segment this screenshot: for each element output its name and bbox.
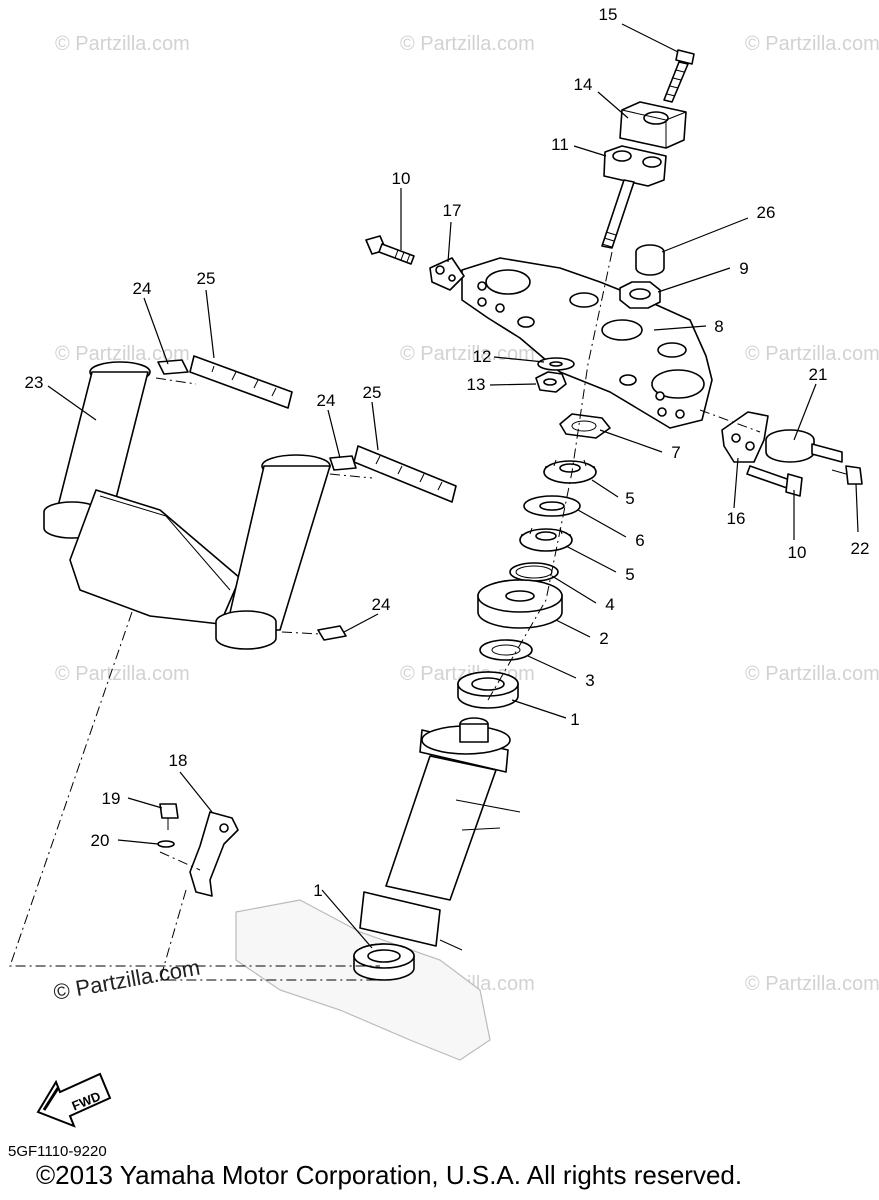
callout-25[interactable]: 25 bbox=[197, 269, 216, 288]
watermark: © Partzilla.com bbox=[745, 663, 879, 685]
callout-10[interactable]: 10 bbox=[392, 169, 411, 188]
part-5-ring-nut-upper[interactable] bbox=[543, 459, 597, 484]
leader-lines bbox=[47, 23, 859, 949]
part-14-handlebar-upper-holder[interactable] bbox=[619, 101, 687, 149]
callout-24[interactable]: 24 bbox=[133, 279, 152, 298]
callout-23[interactable]: 23 bbox=[25, 373, 44, 392]
callout-4[interactable]: 4 bbox=[605, 595, 614, 614]
watermark: © Partzilla.com bbox=[52, 955, 202, 1005]
watermark: © Partzilla.com bbox=[745, 973, 879, 995]
part-3-race[interactable] bbox=[479, 639, 533, 661]
callout-17[interactable]: 17 bbox=[443, 201, 462, 220]
callout-22[interactable]: 22 bbox=[851, 539, 870, 558]
callout-8[interactable]: 8 bbox=[714, 317, 723, 336]
fwd-arrow-icon: FWD bbox=[36, 1072, 112, 1128]
callout-15[interactable]: 15 bbox=[599, 5, 618, 24]
callout-7[interactable]: 7 bbox=[671, 443, 680, 462]
diagram-code: 5GF1110-9220 bbox=[8, 1143, 107, 1160]
copyright-notice: ©2013 Yamaha Motor Corporation, U.S.A. A… bbox=[36, 1160, 743, 1190]
callout-2[interactable]: 2 bbox=[599, 629, 608, 648]
part-11-handlebar-lower-holder[interactable] bbox=[601, 145, 667, 249]
part-13-nut[interactable] bbox=[535, 371, 567, 393]
callout-13[interactable]: 13 bbox=[467, 375, 486, 394]
callout-18[interactable]: 18 bbox=[169, 751, 188, 770]
part-26-cap[interactable] bbox=[635, 244, 665, 276]
part-19-bolt[interactable] bbox=[159, 803, 179, 830]
part-7-lock-washer[interactable] bbox=[559, 413, 611, 439]
part-17-plate[interactable] bbox=[429, 257, 465, 291]
callout-16[interactable]: 16 bbox=[727, 509, 746, 528]
watermark: © Partzilla.com bbox=[400, 33, 535, 55]
callout-21[interactable]: 21 bbox=[809, 365, 828, 384]
callout-5[interactable]: 5 bbox=[625, 489, 634, 508]
part-10-bolt-lower[interactable] bbox=[746, 465, 803, 497]
part-9-steering-stem-nut[interactable] bbox=[619, 281, 661, 309]
part-25-reflector-strip[interactable] bbox=[189, 355, 457, 503]
callout-1[interactable]: 1 bbox=[313, 881, 322, 900]
part-15-bolt[interactable] bbox=[663, 49, 695, 103]
part-16-bracket[interactable] bbox=[721, 411, 769, 463]
part-4-seal[interactable] bbox=[509, 562, 559, 582]
callouts: 15 14 11 10 17 26 9 8 24 25 23 12 13 24 … bbox=[25, 5, 870, 900]
part-23-fork-cover[interactable] bbox=[43, 361, 331, 650]
callout-3[interactable]: 3 bbox=[585, 671, 594, 690]
part-20-washer[interactable] bbox=[157, 840, 175, 848]
callout-9[interactable]: 9 bbox=[739, 259, 748, 278]
part-2-cover[interactable] bbox=[477, 579, 563, 629]
assembly-lines bbox=[9, 251, 761, 981]
callout-19[interactable]: 19 bbox=[102, 789, 121, 808]
callout-11[interactable]: 11 bbox=[551, 135, 569, 154]
callout-1[interactable]: 1 bbox=[570, 710, 579, 729]
part-1-bearing-upper[interactable] bbox=[457, 671, 519, 709]
callout-25[interactable]: 25 bbox=[363, 383, 382, 402]
callout-14[interactable]: 14 bbox=[574, 75, 593, 94]
part-10-bolt-upper[interactable] bbox=[365, 235, 415, 265]
callout-12[interactable]: 12 bbox=[473, 347, 492, 366]
part-5-ring-nut-lower[interactable] bbox=[519, 527, 573, 552]
part-24-clip[interactable] bbox=[157, 359, 357, 641]
part-21-clamp[interactable] bbox=[765, 429, 843, 463]
watermark: © Partzilla.com bbox=[55, 33, 190, 55]
watermark: © Partzilla.com bbox=[55, 663, 190, 685]
part-12-washer[interactable] bbox=[537, 357, 575, 371]
callout-10[interactable]: 10 bbox=[788, 543, 807, 562]
watermark: © Partzilla.com bbox=[745, 343, 879, 365]
steering-stem-under-bracket bbox=[235, 717, 521, 1061]
callout-5[interactable]: 5 bbox=[625, 565, 634, 584]
part-22-bolt[interactable] bbox=[831, 465, 863, 485]
watermark: © Partzilla.com bbox=[745, 33, 879, 55]
part-6-washer[interactable] bbox=[523, 495, 581, 517]
callout-24[interactable]: 24 bbox=[372, 595, 391, 614]
callout-26[interactable]: 26 bbox=[757, 203, 776, 222]
callout-6[interactable]: 6 bbox=[635, 531, 644, 550]
watermarks: © Partzilla.com © Partzilla.com © Partzi… bbox=[52, 33, 879, 1005]
part-18-holder[interactable] bbox=[189, 811, 239, 897]
callout-20[interactable]: 20 bbox=[91, 831, 110, 850]
callout-24[interactable]: 24 bbox=[317, 391, 336, 410]
watermark: © Partzilla.com bbox=[55, 343, 190, 365]
part-8-upper-bracket[interactable] bbox=[461, 257, 713, 429]
watermark: © Partzilla.com bbox=[400, 343, 535, 365]
